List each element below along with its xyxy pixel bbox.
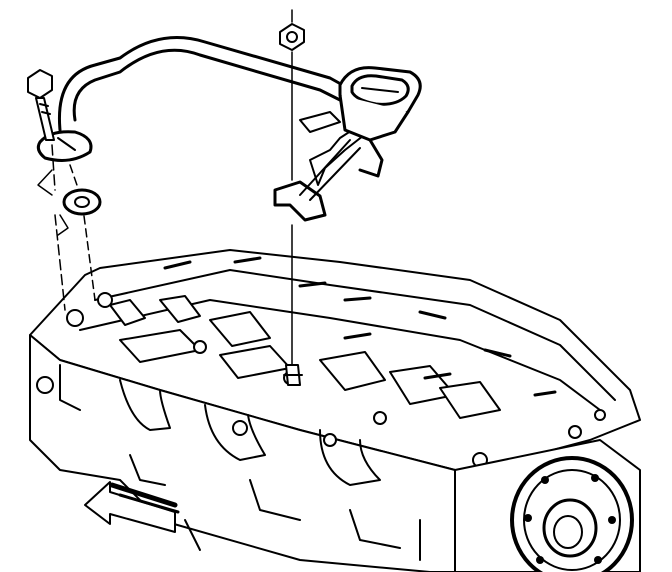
crankshaft-flange <box>510 456 634 572</box>
washer <box>62 188 102 216</box>
front-of-engine-arrow <box>84 481 180 533</box>
mounting-stud <box>283 364 303 386</box>
assembly-lines <box>37 9 293 366</box>
bolt <box>27 69 55 141</box>
nut <box>279 23 305 51</box>
engine-block <box>29 249 641 572</box>
pickup-screen-housing <box>338 66 422 178</box>
oil-pickup-tube <box>36 36 369 222</box>
